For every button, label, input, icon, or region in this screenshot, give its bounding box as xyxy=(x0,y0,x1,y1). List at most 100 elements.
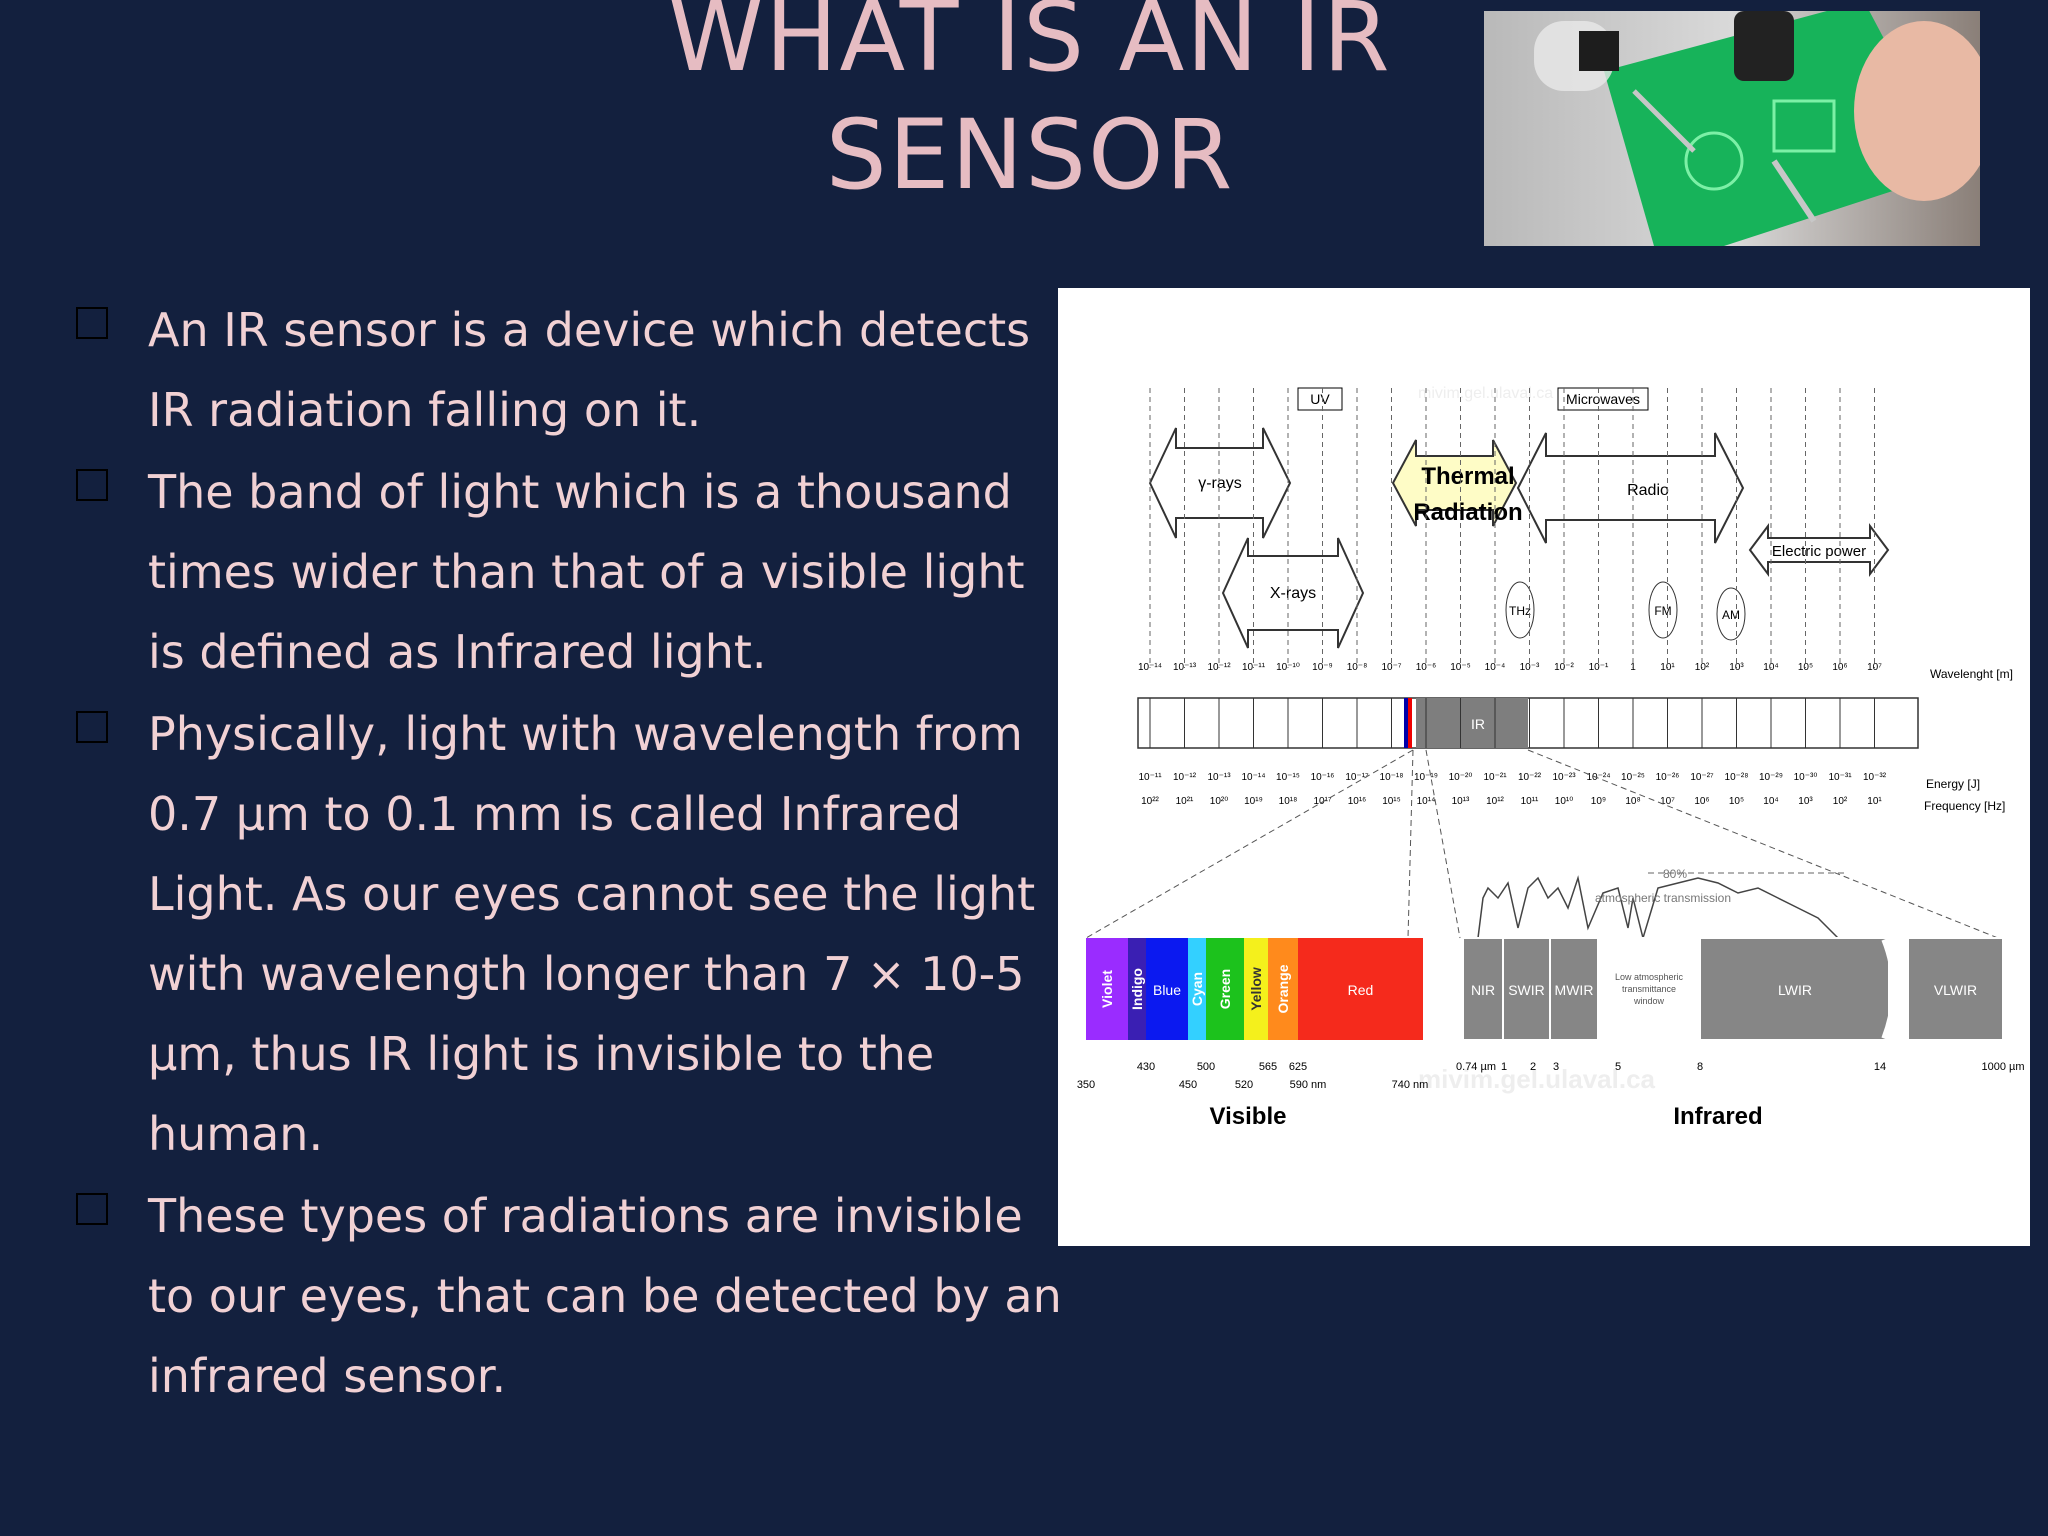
fm-label: FM xyxy=(1654,604,1671,618)
ir-band-label: MWIR xyxy=(1555,982,1594,998)
energy-tick-label: 10⁻²³ xyxy=(1552,772,1576,783)
wavelength-tick-label: 10⁴ xyxy=(1763,662,1778,673)
wavelength-tick-label: 10⁻⁷ xyxy=(1381,662,1401,673)
ir-sensor-photo xyxy=(1484,11,1980,246)
ir-band-label: transmittance xyxy=(1622,984,1676,994)
energy-tick-label: 10⁻²⁰ xyxy=(1449,772,1473,783)
ir-band-label: SWIR xyxy=(1508,982,1545,998)
frequency-tick-label: 10¹ xyxy=(1867,796,1882,807)
visible-color-label: Orange xyxy=(1275,964,1291,1013)
infrared-caption: Infrared xyxy=(1673,1103,1762,1130)
wavelength-tick-label: 10⁻¹ xyxy=(1589,662,1609,673)
energy-tick-label: 10⁻¹⁴ xyxy=(1241,772,1265,783)
bullet-item: These types of radiations are invisible … xyxy=(72,1176,1062,1416)
frequency-tick-label: 10¹⁹ xyxy=(1244,796,1263,807)
xrays-arrow xyxy=(1221,537,1365,649)
ir-band-label: LWIR xyxy=(1778,982,1812,998)
frequency-tick-label: 10¹⁰ xyxy=(1555,796,1573,807)
radio-label: Radio xyxy=(1627,482,1669,499)
energy-tick-label: 10⁻¹³ xyxy=(1207,772,1231,783)
energy-tick-label: 10⁻²¹ xyxy=(1483,772,1507,783)
frequency-tick-label: 10³ xyxy=(1798,796,1813,807)
visible-nm-label: 590 nm xyxy=(1290,1079,1327,1091)
gamma-label: γ-rays xyxy=(1198,475,1242,492)
visible-color-band xyxy=(1298,938,1423,1040)
frequency-tick-label: 10¹¹ xyxy=(1521,796,1539,807)
electric-arrow xyxy=(1748,523,1890,577)
wavelength-tick-label: 10⁻¹⁰ xyxy=(1276,662,1300,673)
frequency-tick-label: 10⁶ xyxy=(1694,796,1709,807)
visible-nm-label: 625 xyxy=(1289,1061,1307,1073)
frequency-tick-label: 10⁵ xyxy=(1729,796,1744,807)
bullet-text: These types of radiations are invisible … xyxy=(148,1189,1062,1403)
visible-nm-label: 450 xyxy=(1179,1079,1197,1091)
wavelength-tick-label: 10⁻⁶ xyxy=(1416,662,1437,673)
energy-tick-label: 10⁻³² xyxy=(1863,772,1887,783)
bullet-item: The band of light which is a thousand ti… xyxy=(72,452,1062,692)
bullet-text: Physically, light with wavelength from 0… xyxy=(148,707,1036,1161)
checkbox-bullet-icon xyxy=(76,307,108,339)
energy-tick-label: 10⁻²⁴ xyxy=(1586,772,1610,783)
ir-band-label: NIR xyxy=(1471,982,1495,998)
wavelength-tick-label: 10⁶ xyxy=(1832,662,1847,673)
visible-color-band xyxy=(1086,938,1128,1040)
thermal-label: Radiation xyxy=(1413,499,1522,526)
frequency-tick-label: 10²⁰ xyxy=(1210,796,1228,807)
ir-band xyxy=(1462,937,1504,1041)
energy-tick-label: 10⁻¹⁷ xyxy=(1345,772,1369,783)
frequency-tick-label: 10¹⁴ xyxy=(1417,796,1436,807)
visible-nm-label: 500 xyxy=(1197,1061,1215,1073)
checkbox-bullet-icon xyxy=(76,469,108,501)
visible-color-band xyxy=(1268,938,1298,1040)
ir-um-label: 2 xyxy=(1530,1061,1536,1073)
frequency-tick-label: 10⁴ xyxy=(1763,796,1778,807)
energy-tick-label: 10⁻¹⁸ xyxy=(1380,772,1404,783)
wavelength-tick-label: 10⁻³ xyxy=(1520,662,1540,673)
energy-tick-label: 10⁻¹⁹ xyxy=(1414,772,1438,783)
wavelength-tick-label: 10² xyxy=(1695,662,1710,673)
frequency-tick-label: 10¹⁸ xyxy=(1279,796,1298,807)
bullet-text: The band of light which is a thousand ti… xyxy=(148,465,1025,679)
visible-color-band xyxy=(1244,938,1268,1040)
slide-title: WHAT IS AN IR SENSOR xyxy=(668,0,1392,211)
visible-color-band xyxy=(1146,938,1188,1040)
ir-scale-label: IR xyxy=(1471,716,1485,732)
uv-label: UV xyxy=(1310,391,1330,407)
visible-color-label: Red xyxy=(1348,982,1374,998)
energy-tick-label: 10⁻¹⁵ xyxy=(1276,772,1300,783)
ir-um-label: 5 xyxy=(1615,1061,1621,1073)
frequency-tick-label: 10¹³ xyxy=(1452,796,1470,807)
am-label: AM xyxy=(1722,608,1740,622)
watermark-text: mivim.gel.ulaval.ca xyxy=(1418,385,1553,402)
energy-tick-label: 10⁻¹¹ xyxy=(1138,772,1162,783)
ir-um-label: 0.74 µm xyxy=(1456,1061,1496,1073)
frequency-tick-label: 10²¹ xyxy=(1176,796,1194,807)
frequency-tick-label: 10¹² xyxy=(1486,796,1504,807)
visible-caption: Visible xyxy=(1210,1103,1287,1130)
wavelength-tick-label: 10⁷ xyxy=(1867,662,1882,673)
wavelength-tick-label: 10⁻⁴ xyxy=(1485,662,1506,673)
ir-um-label: 1 xyxy=(1501,1061,1507,1073)
ir-band xyxy=(1549,937,1599,1041)
wavelength-tick-label: 10⁻⁵ xyxy=(1450,662,1471,673)
visible-color-label: Indigo xyxy=(1129,968,1145,1010)
energy-tick-label: 10⁻²⁵ xyxy=(1621,772,1645,783)
radio-arrow xyxy=(1516,432,1745,544)
thermal-label: Thermal xyxy=(1421,463,1514,490)
atmos-label: atmospheric transmission xyxy=(1595,891,1731,905)
energy-tick-label: 10⁻¹⁶ xyxy=(1311,772,1335,783)
wavelength-tick-label: 10⁻¹³ xyxy=(1173,662,1197,673)
energy-tick-label: 10⁻²⁸ xyxy=(1725,772,1749,783)
atmos-percent: 80% xyxy=(1663,867,1687,881)
visible-nm-label: 430 xyxy=(1137,1061,1155,1073)
energy-tick-label: 10⁻³⁰ xyxy=(1794,772,1818,783)
visible-nm-label: 350 xyxy=(1077,1079,1095,1091)
watermark-text: mivim.gel.ulaval.ca xyxy=(1418,1064,1656,1094)
ir-band-label: VLWIR xyxy=(1934,982,1977,998)
checkbox-bullet-icon xyxy=(76,711,108,743)
wavelength-tick-label: 10⁻¹¹ xyxy=(1242,662,1266,673)
ir-um-label: 8 xyxy=(1697,1061,1703,1073)
microwaves-label: Microwaves xyxy=(1566,391,1640,407)
wavelength-axis-label: Wavelenght [m] xyxy=(1930,667,2013,681)
visible-color-label: Cyan xyxy=(1189,972,1205,1006)
